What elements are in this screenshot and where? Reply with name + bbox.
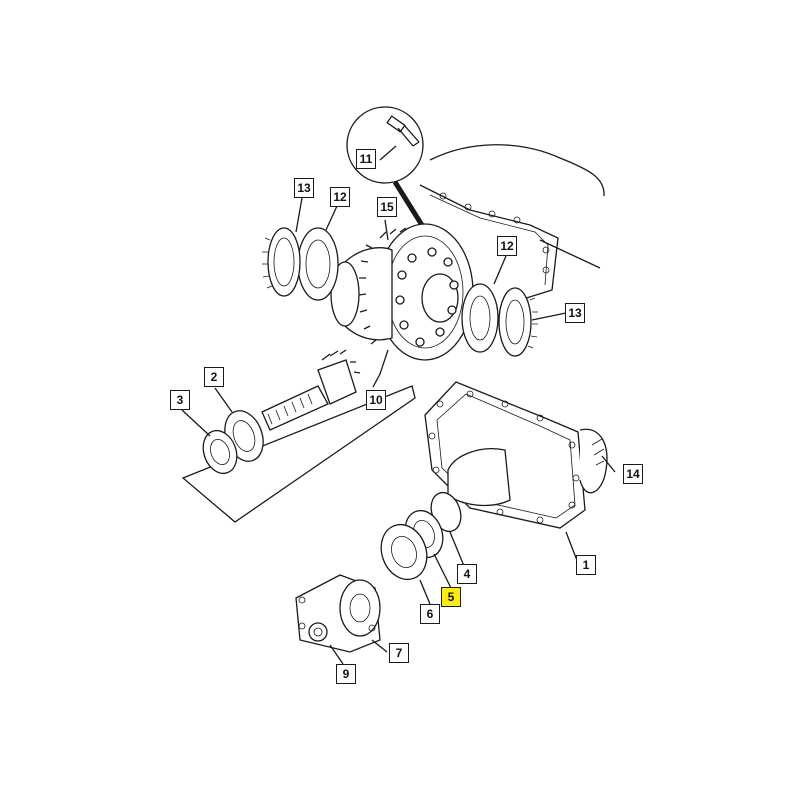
callout-15: 15 — [377, 197, 397, 217]
axle-casing — [424, 381, 608, 529]
callout-7: 7 — [389, 643, 409, 663]
callout-12-left: 12 — [330, 187, 350, 207]
bolt-detail-bubble — [346, 106, 433, 240]
pinion-bearing — [202, 410, 264, 475]
callout-14: 14 — [623, 464, 643, 484]
drive-flange — [295, 574, 381, 653]
callout-13-left: 13 — [294, 178, 314, 198]
callout-1: 1 — [576, 555, 596, 575]
callout-6: 6 — [420, 604, 440, 624]
callout-11: 11 — [356, 149, 376, 169]
callout-9: 9 — [336, 664, 356, 684]
left-bearing — [262, 227, 339, 301]
output-bearing-stack — [380, 491, 462, 581]
callout-2: 2 — [204, 367, 224, 387]
callout-5: 5 — [441, 587, 461, 607]
callout-10: 10 — [366, 390, 386, 410]
leader-lines — [181, 145, 616, 665]
pinion-group-frame — [181, 385, 416, 523]
differential-carrier — [330, 223, 474, 361]
right-bearing — [461, 283, 538, 357]
callout-4: 4 — [457, 564, 477, 584]
pinion-shaft — [261, 349, 361, 431]
axle-housing-outline — [419, 144, 605, 301]
callout-3: 3 — [170, 390, 190, 410]
callout-13-right: 13 — [565, 303, 585, 323]
callout-12-right: 12 — [497, 236, 517, 256]
